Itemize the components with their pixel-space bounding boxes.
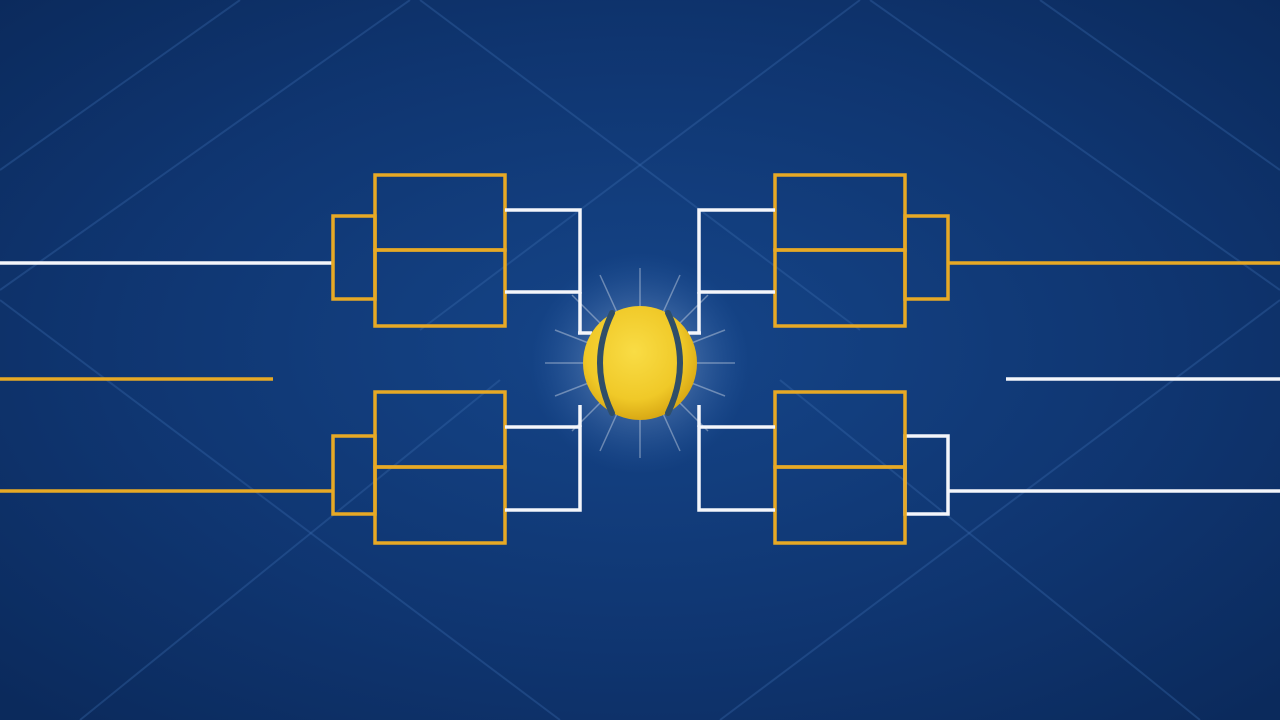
match-slot xyxy=(773,465,907,545)
connector-left-bottom xyxy=(505,425,582,512)
connector-left-top xyxy=(505,208,582,294)
tennis-ball-icon xyxy=(583,306,697,420)
right-top-bracket xyxy=(773,173,950,328)
match-slot xyxy=(373,248,507,328)
match-slot xyxy=(373,465,507,545)
left-bottom-bracket xyxy=(331,390,507,545)
connector-right-bottom xyxy=(697,425,775,512)
match-slot xyxy=(773,248,907,328)
left-top-bracket xyxy=(331,173,507,328)
right-bottom-bracket xyxy=(773,390,950,545)
connector-right-top xyxy=(697,208,775,294)
